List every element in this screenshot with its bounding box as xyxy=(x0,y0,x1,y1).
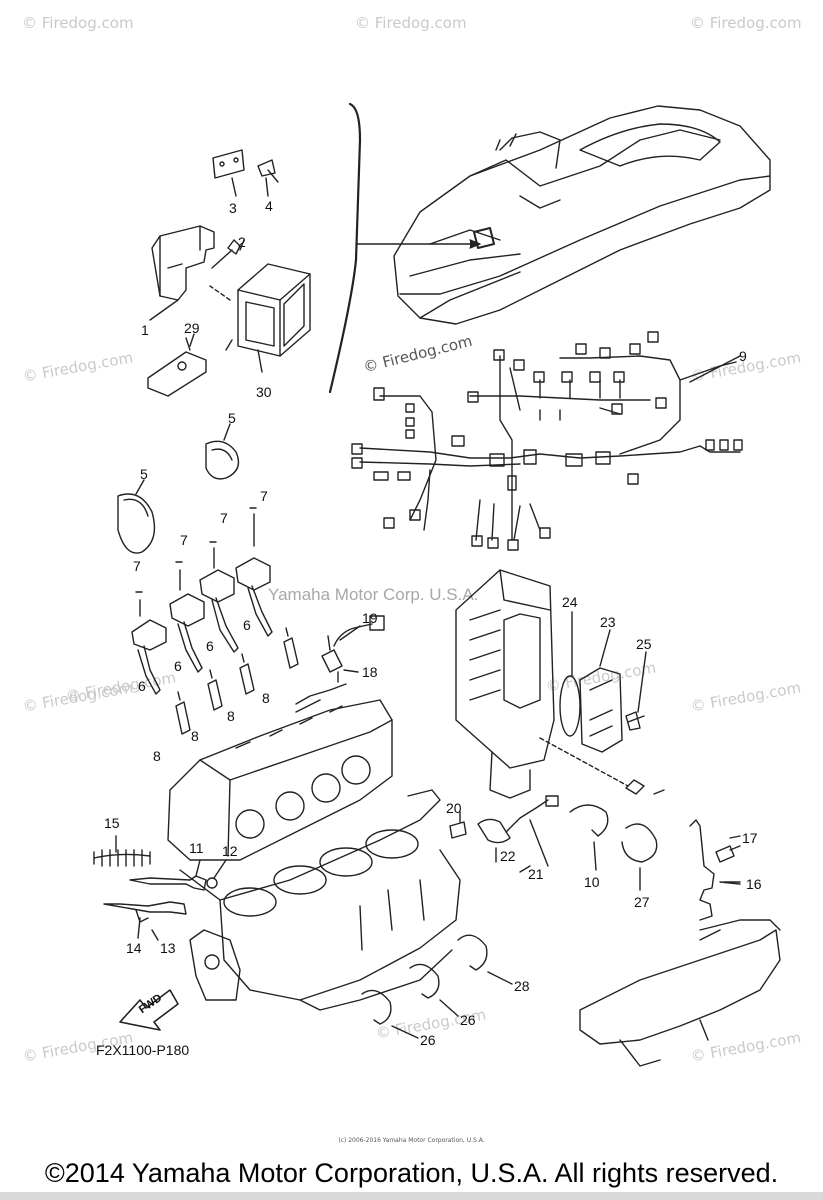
callout-29: 29 xyxy=(184,320,200,336)
exhaust-pipe xyxy=(579,919,781,1067)
electrical-box xyxy=(455,569,647,799)
hose-clamps-bottom xyxy=(361,934,513,1039)
sensor-18-19 xyxy=(321,615,385,683)
copyright-small: (c) 2006-2016 Yamaha Motor Corporation, … xyxy=(338,1137,485,1144)
callout-7-a: 7 xyxy=(133,558,141,574)
callout-20: 20 xyxy=(446,800,462,816)
callout-11: 11 xyxy=(189,840,204,856)
callout-27: 27 xyxy=(634,894,650,910)
watercraft-outline xyxy=(393,105,771,325)
callout-8-c: 8 xyxy=(227,708,235,724)
callout-26-b: 26 xyxy=(420,1032,436,1048)
callout-15: 15 xyxy=(104,815,120,831)
section-bracket xyxy=(328,102,362,394)
callout-26-a: 26 xyxy=(460,1012,476,1028)
bottom-strip xyxy=(0,1192,823,1200)
callout-14: 14 xyxy=(126,940,142,956)
sensor-assemblies-left xyxy=(93,849,218,923)
callout-17: 17 xyxy=(742,830,758,846)
callout-22: 22 xyxy=(500,848,516,864)
callout-7-c: 7 xyxy=(220,510,228,526)
wire-harness xyxy=(351,331,743,551)
callout-5-lower: 5 xyxy=(140,466,148,482)
callout-4: 4 xyxy=(265,198,273,214)
callout-19: 19 xyxy=(362,610,378,626)
spark-plugs xyxy=(175,627,299,735)
callout-8-b: 8 xyxy=(191,728,199,744)
callout-24: 24 xyxy=(562,594,578,610)
watermark-top-center: © Firedog.com xyxy=(355,14,467,32)
watermark-top-right: © Firedog.com xyxy=(690,14,802,32)
callout-25: 25 xyxy=(636,636,652,652)
callout-12: 12 xyxy=(222,843,238,859)
callout-1: 1 xyxy=(141,322,149,338)
callout-6-a: 6 xyxy=(138,678,146,694)
ignition-coils xyxy=(131,507,273,695)
watermark-top-left: © Firedog.com xyxy=(22,14,134,32)
diagram-code: F2X1100-P180 xyxy=(96,1042,190,1058)
watermark-yamaha-line: Yamaha Motor Corp. U.S.A. xyxy=(268,585,479,604)
leader-lines xyxy=(115,333,741,941)
fwd-arrow xyxy=(119,989,179,1031)
callout-7-d: 7 xyxy=(260,488,268,504)
callout-23: 23 xyxy=(600,614,616,630)
callout-8-d: 8 xyxy=(262,690,270,706)
callout-16: 16 xyxy=(746,876,762,892)
ecu-bracket-group xyxy=(147,225,311,397)
callout-8-a: 8 xyxy=(153,748,161,764)
callout-6-c: 6 xyxy=(206,638,214,654)
callout-2: 2 xyxy=(238,234,246,250)
callout-13: 13 xyxy=(160,940,176,956)
callout-3: 3 xyxy=(229,200,237,216)
callout-9: 9 xyxy=(739,348,747,364)
temperature-sensor xyxy=(449,795,559,867)
clamps-right xyxy=(539,737,665,891)
callout-18: 18 xyxy=(362,664,378,680)
copyright-notice: ©2014 Yamaha Motor Corporation, U.S.A. A… xyxy=(44,1158,779,1188)
callout-7-b: 7 xyxy=(180,532,188,548)
callout-21: 21 xyxy=(528,866,544,882)
bracket-plate-group xyxy=(212,149,279,197)
callout-10: 10 xyxy=(584,874,600,890)
callout-28: 28 xyxy=(514,978,530,994)
callout-6-d: 6 xyxy=(243,617,251,633)
clamp-5-upper xyxy=(205,423,240,480)
fittings-16-17 xyxy=(689,819,741,921)
leader-9 xyxy=(689,355,741,383)
callout-30: 30 xyxy=(256,384,272,400)
callout-6-b: 6 xyxy=(174,658,182,674)
callout-5-upper: 5 xyxy=(228,410,236,426)
clamp-5-lower xyxy=(117,479,156,554)
engine-block xyxy=(167,683,461,1011)
